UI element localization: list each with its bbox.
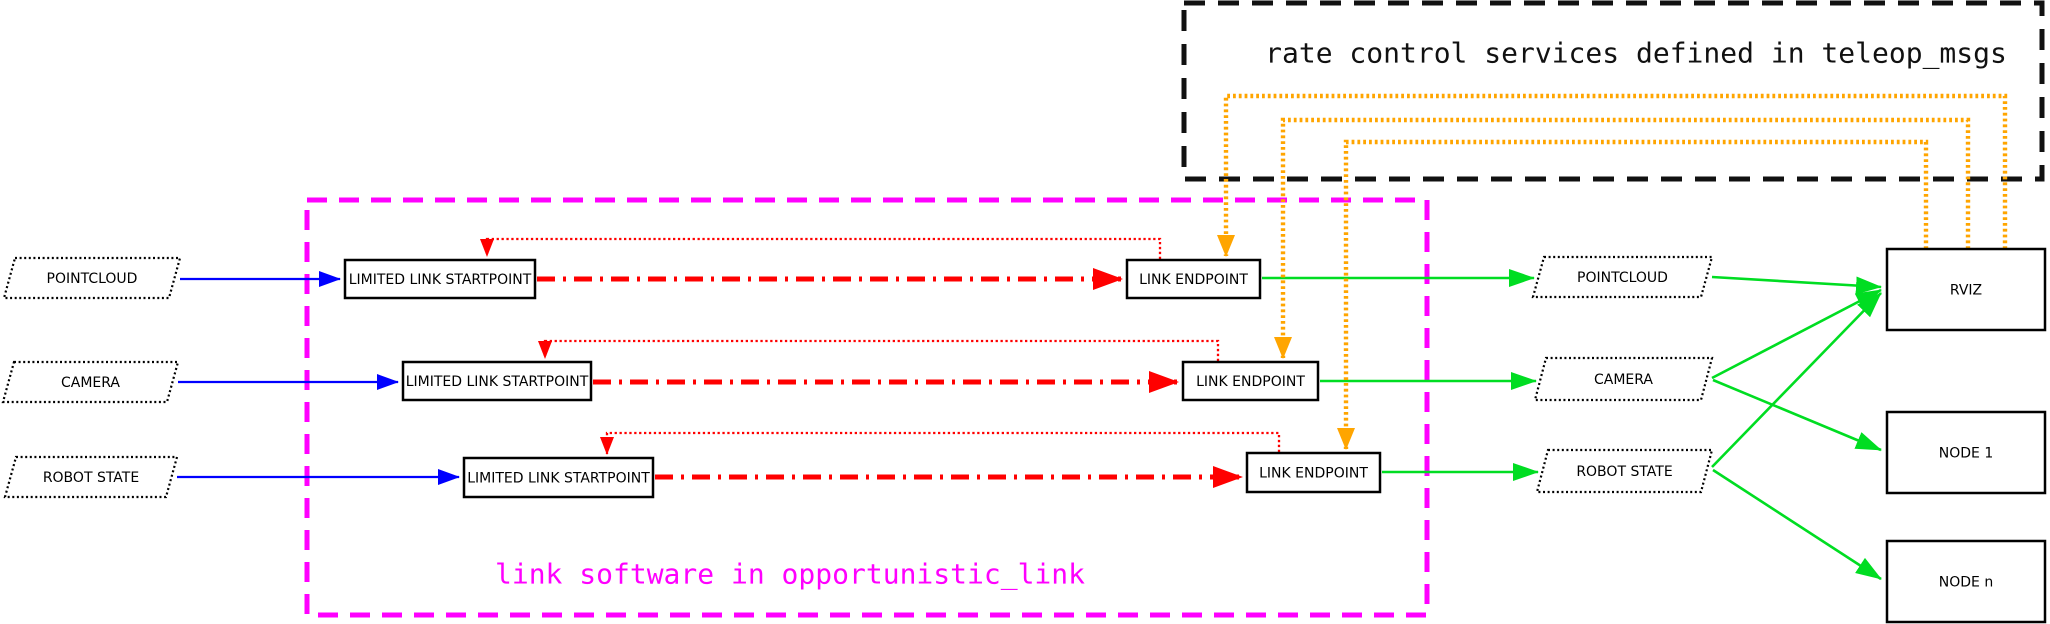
node-endpoint-3: LINK ENDPOINT [1245, 451, 1382, 494]
out-camera-shape [1533, 356, 1714, 402]
edge-rviz-rate-control-endpoint-2 [1274, 117, 1971, 359]
in-robot-state-shape [3, 455, 179, 499]
endpoint-3-shape [1245, 451, 1382, 494]
node-startpoint-2: LIMITED LINK STARTPOINT [401, 360, 593, 402]
cluster-teleop-msgs-title: rate control services defined in teleop_… [1265, 37, 2007, 71]
node-endpoint-1: LINK ENDPOINT [1125, 258, 1262, 300]
node-endpoint-2: LINK ENDPOINT [1181, 360, 1320, 402]
node-startpoint-1: LIMITED LINK STARTPOINT [343, 258, 537, 300]
out-pointcloud-label: POINTCLOUD [1577, 270, 1668, 286]
node-n-label: NODE n [1939, 575, 1993, 591]
endpoint-1-shape [1125, 258, 1262, 300]
cluster-teleop-msgs [1181, 0, 2045, 182]
node-1-shape [1885, 410, 2047, 495]
edge-rviz-rate-control-endpoint-3 [1337, 139, 1929, 450]
in-pointcloud-label: POINTCLOUD [47, 271, 138, 287]
edge-out-robot-state-to-node-n [1712, 468, 1882, 581]
node-node-1: NODE 1 [1885, 410, 2047, 495]
rviz-shape [1885, 247, 2047, 332]
node-out-pointcloud: POINTCLOUD [1531, 255, 1714, 299]
node-in-pointcloud: POINTCLOUD [2, 256, 182, 300]
out-robot-state-label: ROBOT STATE [1576, 464, 1672, 480]
node-in-robot-state: ROBOT STATE [3, 455, 179, 499]
node-out-camera: CAMERA [1533, 356, 1714, 402]
endpoint-1-label: LINK ENDPOINT [1139, 272, 1248, 288]
endpoint-3-label: LINK ENDPOINT [1259, 466, 1368, 482]
edge-endpoint-1-feedback [480, 237, 1162, 259]
in-camera-shape [1, 360, 180, 404]
startpoint-3-label: LIMITED LINK STARTPOINT [467, 471, 650, 487]
node-in-camera: CAMERA [1, 360, 180, 404]
endpoint-2-shape [1181, 360, 1320, 402]
startpoint-2-shape [401, 360, 593, 402]
startpoint-2-label: LIMITED LINK STARTPOINT [406, 374, 589, 390]
node-n-shape [1885, 539, 2047, 624]
out-robot-state-shape [1535, 448, 1714, 494]
startpoint-1-shape [343, 258, 537, 300]
node-1-label: NODE 1 [1939, 446, 1993, 462]
cluster-opportunistic-link [304, 197, 1430, 618]
cluster-opportunistic-link-title: link software in opportunistic_link [495, 558, 1085, 592]
edge-out-camera-to-node-1 [1712, 378, 1882, 452]
node-out-robot-state: ROBOT STATE [1535, 448, 1714, 494]
node-rviz: RVIZ [1885, 247, 2047, 332]
endpoint-2-label: LINK ENDPOINT [1196, 374, 1305, 390]
in-pointcloud-shape [2, 256, 182, 300]
edge-out-pointcloud-to-rviz [1711, 275, 1882, 295]
startpoint-3-shape [462, 456, 655, 499]
out-camera-label: CAMERA [1594, 372, 1653, 388]
edge-rviz-rate-control-endpoint-1 [1217, 93, 2008, 257]
rviz-label: RVIZ [1950, 283, 1982, 299]
startpoint-1-label: LIMITED LINK STARTPOINT [349, 272, 532, 288]
in-robot-state-label: ROBOT STATE [43, 470, 139, 486]
edge-endpoint-2-feedback [538, 339, 1220, 361]
node-node-n: NODE n [1885, 539, 2047, 624]
edge-out-robot-state-to-rviz [1711, 292, 1882, 468]
in-camera-label: CAMERA [61, 375, 120, 391]
out-pointcloud-shape [1531, 255, 1714, 299]
edge-endpoint-3-feedback [600, 431, 1281, 455]
node-startpoint-3: LIMITED LINK STARTPOINT [462, 456, 655, 499]
edge-out-camera-to-rviz [1711, 288, 1882, 380]
